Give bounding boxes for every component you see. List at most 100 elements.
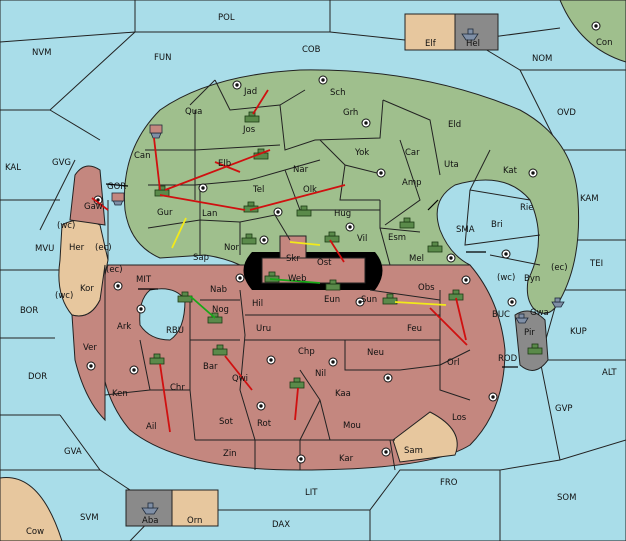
province-orn[interactable]	[171, 489, 219, 527]
label-dor: DOR	[28, 372, 47, 382]
label-grh: Grh	[343, 108, 358, 118]
label-chp: Chp	[298, 347, 315, 357]
order-arrows	[91, 89, 518, 433]
province-web[interactable]	[261, 257, 366, 284]
label-car: Car	[405, 148, 420, 158]
label-eld: Eld	[448, 120, 461, 130]
green-territory[interactable]	[123, 69, 580, 314]
sc-zin	[296, 454, 306, 464]
label-chr: Chr	[170, 383, 185, 393]
label-los: Los	[452, 413, 467, 423]
fleet-unit	[149, 124, 163, 139]
label-orn: Orn	[187, 516, 202, 526]
label-yok: Yok	[354, 148, 369, 158]
army-unit	[289, 377, 305, 389]
sc-los	[488, 392, 498, 402]
label-eun: Eun	[324, 295, 340, 305]
label-nar: Nar	[293, 165, 309, 175]
label-tei: TEI	[589, 259, 603, 269]
sc-tel	[198, 183, 208, 193]
sc-kor	[113, 281, 123, 291]
label-nog: Nog	[212, 305, 229, 315]
sc-nor	[259, 235, 269, 245]
fleet-unit	[515, 313, 529, 324]
sc-kat	[528, 168, 538, 178]
label-sot: Sot	[219, 417, 234, 427]
sc-kar	[381, 447, 391, 457]
sc-jad	[232, 80, 242, 90]
army-unit	[177, 291, 193, 303]
supply-centers	[86, 21, 601, 464]
army-unit	[241, 233, 257, 245]
label-mvu: MVU	[35, 244, 54, 254]
label-bar: Bar	[203, 362, 218, 372]
sc-ver	[86, 361, 96, 371]
sc-hug	[273, 207, 283, 217]
label-elb: Elb	[218, 159, 231, 169]
red-borders	[104, 289, 471, 471]
army-unit	[427, 241, 443, 253]
label-can: Can	[134, 151, 151, 161]
label-sap: Sap	[193, 253, 209, 263]
label-amp: Amp	[402, 178, 422, 188]
label-cob: COB	[302, 45, 321, 55]
label-ver: Ver	[83, 343, 97, 353]
sc-car	[376, 168, 386, 178]
label-tel: Tel	[252, 185, 264, 195]
label-coast-ec-her: (ec)	[95, 243, 112, 253]
label-kat: Kat	[503, 166, 518, 176]
label-rie: Rie	[520, 203, 534, 213]
province-pir[interactable]	[514, 310, 549, 371]
label-fun: FUN	[154, 53, 171, 63]
army-unit	[244, 111, 260, 123]
sc-sun	[355, 297, 365, 307]
label-hil: Hil	[252, 299, 263, 309]
label-mel: Mel	[409, 254, 424, 264]
green-borders	[145, 79, 541, 266]
label-gvp: GVP	[555, 404, 573, 414]
label-con: Con	[596, 38, 613, 48]
label-kal: KAL	[5, 163, 21, 173]
label-neu: Neu	[367, 348, 384, 358]
label-qwi: Qwi	[232, 374, 248, 384]
province-elf[interactable]	[404, 13, 456, 51]
label-svm: SVM	[80, 513, 99, 523]
province-sam[interactable]	[392, 411, 458, 463]
label-skr: Skr	[286, 254, 300, 264]
label-pol: POL	[218, 13, 235, 23]
province-skr-box[interactable]	[279, 235, 307, 259]
sc-byn	[501, 249, 511, 259]
label-bor: BOR	[20, 306, 38, 316]
army-unit	[527, 343, 543, 355]
label-nab: Nab	[210, 285, 227, 295]
label-gva: GVA	[64, 447, 82, 457]
province-ver-ark[interactable]	[71, 264, 106, 422]
sc-mel	[446, 253, 456, 263]
label-coast-wc-byn: (wc)	[497, 273, 515, 283]
label-nom: NOM	[532, 54, 552, 64]
label-olk: Olk	[303, 185, 317, 195]
label-byn: Byn	[524, 274, 540, 284]
label-nil: Nil	[315, 369, 326, 379]
label-alt: ALT	[602, 368, 617, 378]
label-nvm: NVM	[32, 48, 52, 58]
label-jos: Jos	[242, 125, 256, 135]
label-fro: FRO	[440, 478, 458, 488]
sc-obs	[461, 275, 471, 285]
label-pir: Pir	[524, 328, 535, 338]
fleet-unit	[141, 502, 159, 515]
sc-vil	[345, 222, 355, 232]
province-gaw[interactable]	[69, 165, 106, 226]
label-kup: KUP	[570, 327, 587, 337]
label-som: SOM	[557, 493, 576, 503]
label-coast-ec-byn: (ec)	[551, 263, 568, 273]
label-qua: Qua	[185, 107, 202, 117]
sc-con	[591, 21, 601, 31]
label-aba: Aba	[142, 516, 158, 526]
label-nor: Nor	[224, 243, 240, 253]
fleets	[111, 28, 565, 515]
label-ark: Ark	[117, 322, 131, 332]
label-web: Web	[288, 274, 307, 284]
sc-sot	[256, 401, 266, 411]
province-hel[interactable]	[454, 13, 499, 51]
